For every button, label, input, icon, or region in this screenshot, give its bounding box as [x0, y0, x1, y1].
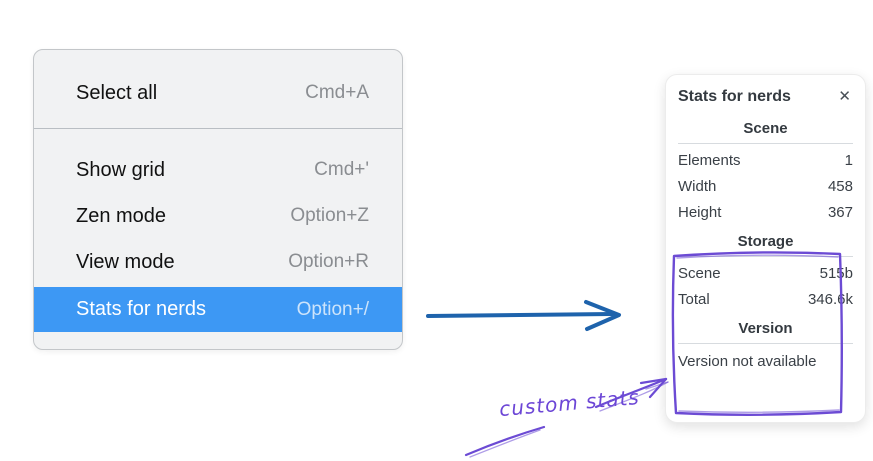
version-note: Version not available	[678, 353, 817, 370]
storage-section-title: Storage	[737, 233, 794, 250]
stat-value: 367	[827, 203, 853, 221]
menu-item-zen-mode[interactable]: Zen mode Option+Z	[34, 193, 402, 239]
menu-item-label: Stats for nerds	[76, 298, 207, 320]
stat-row-width: Width 458	[678, 173, 853, 199]
stat-label: Total	[678, 290, 710, 308]
stat-value: 1	[844, 151, 853, 169]
stat-row-height: Height 367	[678, 199, 853, 225]
stat-value: 458	[827, 177, 853, 195]
context-menu: Select all Cmd+A Show grid Cmd+' Zen mod…	[33, 49, 403, 350]
section-divider	[678, 256, 853, 257]
stat-label: Height	[678, 203, 722, 221]
section-divider	[678, 143, 853, 144]
custom-stats-annotation: custom stats	[498, 384, 641, 422]
menu-item-label: View mode	[76, 250, 175, 273]
menu-item-stats-for-nerds[interactable]: Stats for nerds Option+/	[34, 287, 402, 332]
close-icon[interactable]: ✕	[838, 88, 851, 105]
menu-item-label: Zen mode	[76, 204, 167, 227]
stat-label: Elements	[678, 151, 741, 169]
section-divider	[678, 343, 853, 344]
stat-label: Width	[678, 177, 717, 195]
stat-label: Scene	[678, 264, 721, 282]
menu-item-shortcut: Cmd+'	[314, 159, 369, 180]
scene-section-title: Scene	[743, 120, 788, 137]
blue-arrow	[426, 300, 621, 331]
stats-panel-header: Stats for nerds ✕	[678, 87, 853, 106]
menu-item-select-all[interactable]: Select all Cmd+A	[34, 68, 402, 118]
menu-item-label: Show grid	[76, 158, 165, 181]
menu-item-shortcut: Option+/	[296, 298, 369, 320]
stats-panel-title: Stats for nerds	[678, 87, 791, 105]
menu-item-shortcut: Option+R	[288, 251, 369, 272]
menu-divider	[34, 128, 402, 129]
menu-item-show-grid[interactable]: Show grid Cmd+'	[34, 147, 402, 193]
stat-value: 346.6k	[807, 290, 853, 308]
stat-row-scene-storage: Scene 515b	[678, 260, 853, 286]
menu-item-label: Select all	[76, 81, 158, 104]
menu-item-shortcut: Cmd+A	[305, 82, 369, 103]
version-section-title: Version	[738, 320, 793, 337]
stat-value: 515b	[819, 264, 853, 282]
stats-for-nerds-panel: Stats for nerds ✕ Scene Elements 1 Width…	[665, 74, 866, 423]
stat-row-elements: Elements 1	[678, 147, 853, 173]
menu-item-shortcut: Option+Z	[290, 205, 369, 226]
menu-item-view-mode[interactable]: View mode Option+R	[34, 239, 402, 285]
stat-row-total-storage: Total 346.6k	[678, 286, 853, 312]
